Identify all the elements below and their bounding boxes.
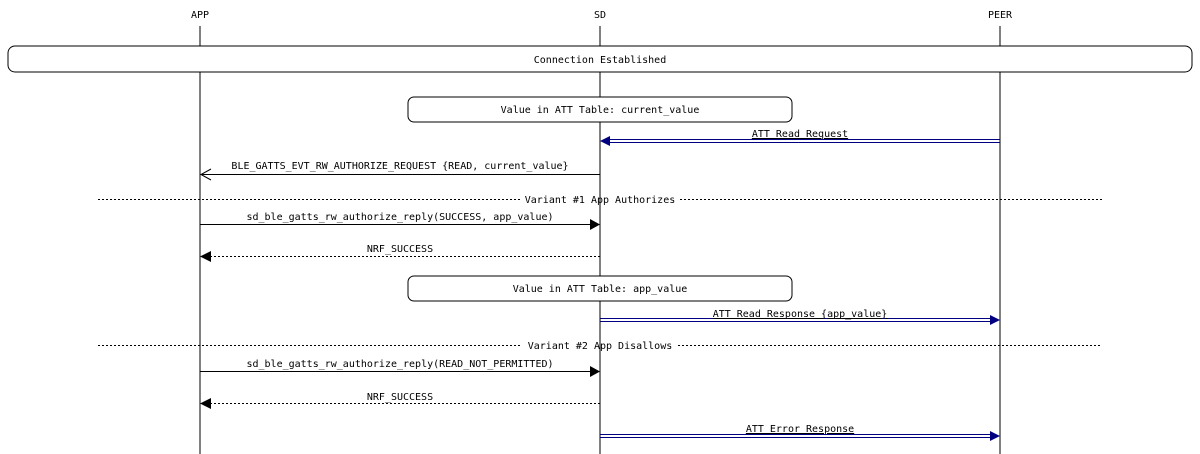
participant-peer-label: PEER [988, 10, 1013, 21]
message-nrf-success-2: NRF_SUCCESS [200, 392, 600, 409]
connection-established-box: Connection Established [7, 45, 1193, 73]
arrowhead-right-icon [590, 366, 600, 377]
message-reply-success: sd_ble_gatts_rw_authorize_reply(SUCCESS,… [200, 212, 600, 230]
arrowhead-left-icon [600, 136, 610, 146]
att-error-response-label: ATT Error Response [746, 424, 854, 435]
nrf-success-1-label: NRF_SUCCESS [367, 244, 433, 255]
message-nrf-success-1: NRF_SUCCESS [200, 244, 600, 262]
variant-1-label: Variant #1 App Authorizes [525, 195, 676, 206]
reply-not-permitted-label: sd_ble_gatts_rw_authorize_reply(READ_NOT… [246, 359, 553, 370]
authorize-request-label: BLE_GATTS_EVT_RW_AUTHORIZE_REQUEST {READ… [231, 161, 568, 172]
value-current-box: Value in ATT Table: current_value [407, 96, 793, 123]
participant-sd-label: SD [594, 10, 606, 21]
value-app-label: Value in ATT Table: app_value [513, 284, 688, 295]
arrowhead-left-icon [200, 251, 211, 262]
arrowhead-left-icon [200, 398, 211, 409]
arrowhead-right-icon [990, 431, 1000, 441]
value-current-label: Value in ATT Table: current_value [501, 105, 700, 116]
participant-app-label: APP [191, 10, 209, 21]
arrowhead-right-icon [990, 315, 1000, 325]
separator-variant-2: Variant #2 App Disallows [98, 341, 1102, 352]
separator-variant-1: Variant #1 App Authorizes [98, 195, 1102, 206]
message-att-read-response: ATT Read Response {app_value} [600, 309, 1000, 325]
nrf-success-2-label: NRF_SUCCESS [367, 392, 433, 403]
arrowhead-right-icon [590, 219, 600, 230]
att-read-request-label: ATT Read Request [752, 129, 848, 140]
message-reply-not-permitted: sd_ble_gatts_rw_authorize_reply(READ_NOT… [200, 359, 600, 377]
reply-success-label: sd_ble_gatts_rw_authorize_reply(SUCCESS,… [246, 212, 553, 223]
message-att-read-request: ATT Read Request [600, 129, 1000, 146]
value-app-box: Value in ATT Table: app_value [407, 275, 793, 302]
connection-established-label: Connection Established [534, 55, 666, 66]
message-authorize-request: BLE_GATTS_EVT_RW_AUTHORIZE_REQUEST {READ… [199, 161, 600, 181]
message-att-error-response: ATT Error Response [600, 424, 1000, 441]
open-arrow-left-icon [199, 168, 212, 181]
att-read-response-label: ATT Read Response {app_value} [713, 309, 888, 320]
variant-2-label: Variant #2 App Disallows [528, 341, 673, 352]
